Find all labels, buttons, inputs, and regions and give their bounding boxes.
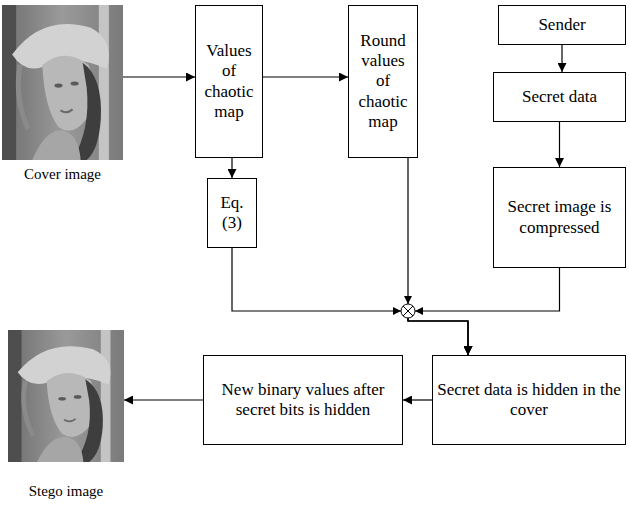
- box-label: Eq. (3): [212, 193, 252, 234]
- flow-arrow: [408, 268, 560, 355]
- flow-arrow: [561, 45, 562, 72]
- box-label: Secret data: [522, 87, 597, 107]
- box-label: Sender: [538, 15, 585, 35]
- stego-image: Stego image: [8, 330, 124, 500]
- actor-box: Sender: [498, 5, 626, 45]
- image-caption: Cover image: [24, 165, 101, 183]
- process-box: Secret data is hidden in the cover: [432, 355, 626, 445]
- box-label: Secret data is hidden in the cover: [437, 380, 621, 421]
- process-box: Secret image is compressed: [493, 167, 626, 268]
- box-label: Values of chaotic map: [200, 41, 258, 123]
- process-box: Values of chaotic map: [195, 5, 263, 158]
- flow-arrow: [263, 76, 348, 77]
- data-box: Secret data: [493, 72, 626, 122]
- flow-arrow: [559, 122, 560, 167]
- process-box: New binary values after secret bits is h…: [203, 355, 403, 445]
- box-label: Secret image is compressed: [498, 197, 621, 238]
- box-label: Round values of chaotic map: [353, 31, 413, 133]
- cover-picture: [2, 5, 123, 160]
- flow-arrow: [403, 399, 432, 400]
- flow-arrow: [232, 248, 468, 355]
- xor-symbol: [401, 304, 415, 318]
- flow-arrow: [123, 76, 195, 77]
- xor-cross: [403, 306, 413, 316]
- cover-image: Cover image: [2, 5, 123, 183]
- flow-arrow: [124, 399, 203, 400]
- flow-arrow: [231, 158, 232, 178]
- flow-arrow: [408, 158, 468, 355]
- equation-box: Eq. (3): [207, 178, 257, 248]
- image-caption: Stego image: [29, 482, 104, 500]
- process-box: Round values of chaotic map: [348, 5, 418, 158]
- box-label: New binary values after secret bits is h…: [208, 380, 398, 421]
- stego-picture: [8, 330, 124, 462]
